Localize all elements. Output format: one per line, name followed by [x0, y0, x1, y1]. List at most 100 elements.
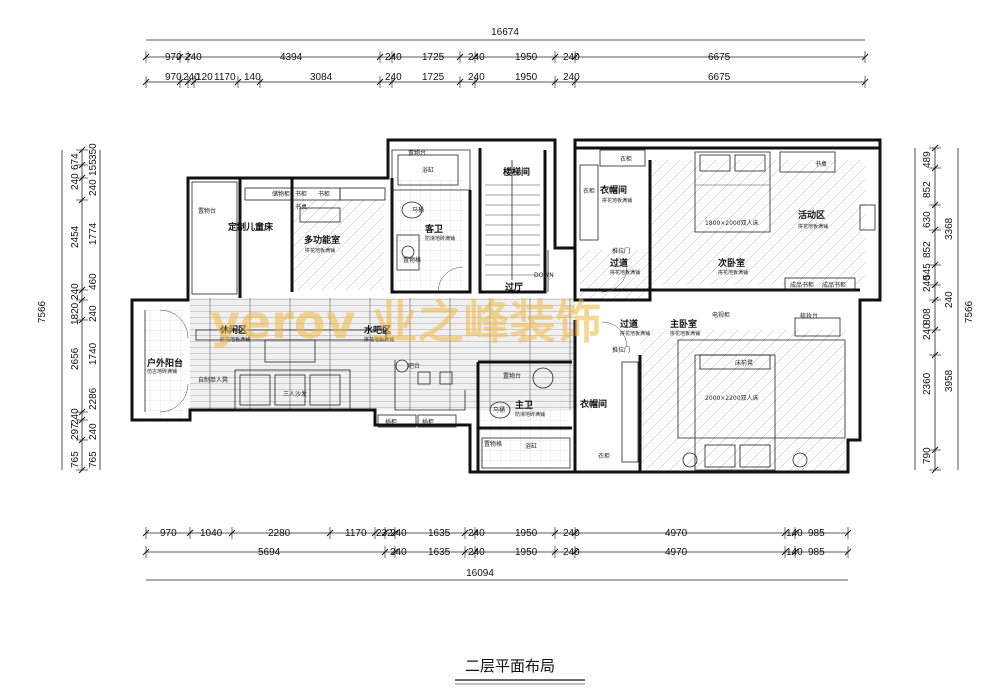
top2-dim-3: 120 [196, 72, 213, 83]
label-corridor1: 过道 [610, 257, 628, 269]
furn-sliding1: 推拉门 [612, 247, 630, 255]
label-multi-sub: 拼花地板满铺 [305, 247, 335, 254]
floor-fills [145, 160, 865, 470]
drawing-title: 二层平面布局 [465, 657, 555, 675]
label-corridor1-sub: 拼花地板满铺 [610, 269, 640, 276]
label-bar-sub: 拼花地板满铺 [364, 336, 394, 343]
label-corridor2-sub: 拼花地板满铺 [620, 330, 650, 337]
left-dim-2: 674 [70, 153, 81, 170]
top2-dim-8: 1725 [422, 72, 445, 83]
top2-dim-4: 1170 [214, 72, 236, 83]
furn-cab1: 插柜 [385, 418, 397, 426]
right-dim-8: 240 [922, 323, 933, 340]
furn-sliding2: 推拉门 [612, 346, 630, 354]
label-leisure-sub: 拼花地板满铺 [220, 336, 250, 343]
furn-desk1: 书桌 [295, 203, 307, 211]
bot-dim-12: 140 [786, 528, 803, 539]
furn-bookshelf-made2: 成品书柜 [822, 281, 846, 289]
top-dim-3: 4394 [280, 52, 303, 63]
left-dimensions: 7566 240 674 240 155 350 2454 1774 240 4… [37, 143, 101, 474]
label-activity: 活动区 [798, 209, 825, 221]
bot2-dim-8: 140 [786, 547, 803, 558]
left-dim-1: 240 [70, 173, 81, 190]
watermark: yerov 业之峰装饰 [210, 295, 601, 349]
bot2-dim-3: 1635 [428, 547, 451, 558]
furn-shelf-guest: 置物格 [403, 256, 421, 264]
right-dim-10: 790 [922, 447, 933, 464]
room-labels: 定制儿童床 多功能室 拼花地板满铺 客卫 防滑地砖满铺 楼梯间 衣帽间 拼花地板… [147, 166, 828, 418]
label-bar-area: 水吧区 [364, 324, 391, 336]
top-dim-4: 240 [385, 52, 402, 63]
bottom-dimensions: 970 1040 2280 1170 232 240 1635 240 1950… [142, 527, 852, 581]
furn-wardrobe-b: 衣柜 [583, 187, 595, 195]
top2-dim-10: 1950 [515, 72, 538, 83]
right-dim-5: 240 [922, 275, 933, 292]
left-dim-13: 1740 [88, 342, 99, 365]
left-dim-18: 765 [70, 451, 81, 468]
label-guest-bath: 客卫 [424, 223, 443, 235]
bot-dim-8: 240 [468, 528, 485, 539]
right2-dim-1: 3368 [944, 217, 955, 240]
label-master-bed-sub: 拼花地板满铺 [670, 330, 700, 337]
label-multi-room: 多功能室 [304, 234, 340, 246]
left-dim-6: 2454 [70, 225, 81, 248]
furn-bed-big: 2000×2200双人床 [705, 394, 759, 402]
bot2-dim-4: 240 [468, 547, 485, 558]
left-dim-4: 155 [88, 159, 99, 176]
label-guest-bath-sub: 防滑地砖满铺 [425, 235, 455, 242]
left-dim-16: 297 [70, 423, 81, 440]
top2-dim-7: 240 [385, 72, 402, 83]
left-dim-15: 2286 [88, 387, 99, 410]
bot-dim-10: 240 [563, 528, 580, 539]
left-dim-8: 240 [70, 283, 81, 300]
bottom-total-dim: 16094 [466, 568, 494, 579]
top2-dim-2: 240 [183, 72, 200, 83]
label-kids-room: 定制儿童床 [227, 221, 274, 233]
bot-dim-6: 240 [390, 528, 407, 539]
top2-dim-9: 240 [468, 72, 485, 83]
right2-dim-3: 3958 [944, 369, 955, 392]
top-dim-7: 1950 [515, 52, 538, 63]
label-leisure: 休闲区 [219, 324, 247, 336]
furniture-shapes [159, 149, 876, 471]
label-wardrobe1-sub: 拼花地板满铺 [602, 197, 632, 204]
furn-dresser: 梳妆台 [800, 312, 818, 320]
furn-down: DOWN [534, 272, 554, 279]
right-dim-6: 545 [922, 263, 933, 280]
top2-dim-1: 970 [165, 72, 182, 83]
furn-bench: 床前凳 [735, 359, 753, 367]
furn-cab2: 插柜 [422, 418, 434, 426]
furn-tv-cabinet: 电视柜 [712, 311, 730, 319]
furn-desk2: 书桌 [815, 160, 827, 168]
bot-dim-2: 1040 [200, 528, 223, 539]
top-dim-6: 240 [468, 52, 485, 63]
right-dim-2: 852 [922, 181, 933, 198]
label-master-bath: 主卫 [515, 399, 533, 411]
label-master-bed: 主卧室 [670, 318, 697, 330]
bot-dim-13: 985 [808, 528, 825, 539]
right-dim-4: 852 [922, 241, 933, 258]
furn-wardrobe-a: 衣柜 [620, 155, 632, 163]
top2-dim-5: 140 [244, 72, 261, 83]
furn-bookcase2: 书柜 [318, 190, 330, 198]
label-stairs: 楼梯间 [503, 166, 530, 178]
left-dim-11: 240 [88, 305, 99, 322]
left-dim-7: 1774 [88, 222, 99, 245]
furn-toilet2: 马桶 [493, 406, 505, 414]
furn-shelf-top: 置物台 [408, 149, 426, 157]
label-corridor2: 过道 [620, 318, 638, 330]
left-dim-12: 2656 [70, 347, 81, 370]
furn-shelf-kids: 置物台 [198, 207, 216, 215]
right2-dim-2: 240 [944, 291, 955, 308]
right-dim-3: 630 [922, 211, 933, 228]
furn-single-sofa: 自制单人凳 [198, 376, 228, 384]
bot2-dim-9: 985 [808, 547, 825, 558]
furniture-labels: 置物台 浴缸 马桶 置物台 储物柜 书柜 书桌 书柜 置物格 衣柜 衣柜 180… [198, 149, 846, 460]
top-dim-5: 1725 [422, 52, 445, 63]
furn-bathtub-top: 浴缸 [422, 166, 434, 174]
left-dim-9: 460 [88, 273, 99, 290]
furn-bar-counter: 吧台 [408, 362, 420, 370]
label-balcony: 户外阳台 [147, 357, 183, 369]
left-total-dim: 7566 [37, 300, 48, 323]
